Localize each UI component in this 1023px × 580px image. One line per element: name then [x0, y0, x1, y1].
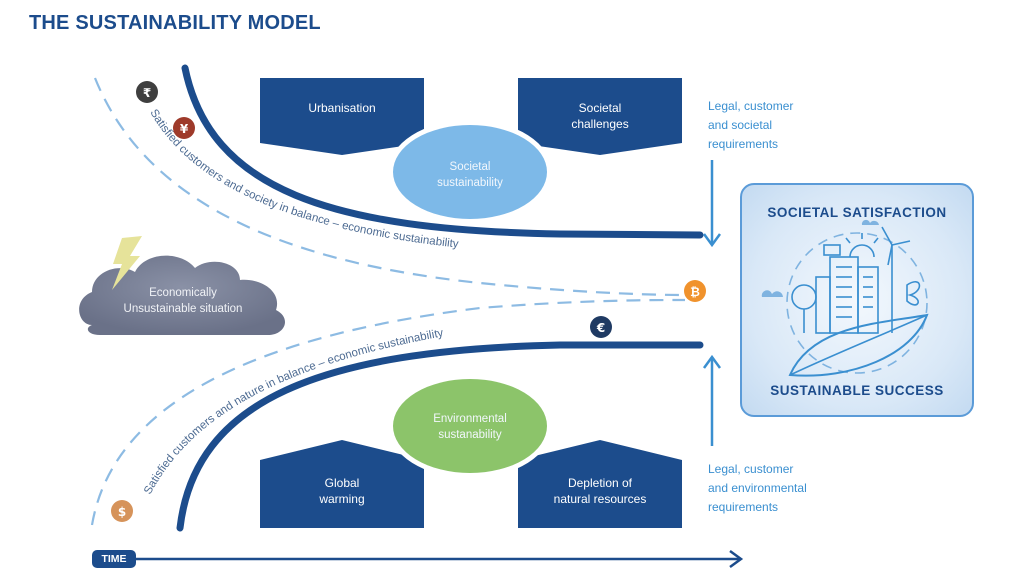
- svg-text:$: $: [118, 505, 126, 519]
- urbanisation-box: Urbanisation: [260, 78, 424, 155]
- environmental-sustainability-ellipse: Environmental sustanability: [388, 374, 552, 478]
- economic-cloud: Economically Unsustainable situation: [79, 236, 285, 335]
- dollar-coin-icon: $: [111, 500, 133, 522]
- bitcoin-coin-icon: ₿: [684, 280, 706, 302]
- euro-coin-icon: €: [590, 316, 612, 338]
- svg-text:Economically: Economically: [149, 287, 217, 299]
- urbanisation-label: Urbanisation: [308, 101, 375, 115]
- upper-boundary-curve: [181, 64, 704, 239]
- svg-text:warming: warming: [318, 492, 364, 506]
- time-axis-arrow: [136, 549, 744, 569]
- city-on-leaf-icon: [761, 219, 929, 377]
- svg-text:₿: ₿: [690, 285, 700, 299]
- requirements-bottom: Legal, customer and environmental requir…: [708, 462, 807, 514]
- societal-challenges-label-1: Societal: [579, 101, 622, 115]
- svg-text:Global: Global: [325, 476, 360, 490]
- svg-text:natural resources: natural resources: [554, 492, 647, 506]
- up-arrow-icon: [702, 354, 722, 446]
- societal-satisfaction-panel: SOCIETAL SATISFACTION: [740, 183, 974, 417]
- svg-text:₹: ₹: [143, 86, 151, 100]
- svg-text:sustainability: sustainability: [437, 177, 503, 189]
- page-title: THE SUSTAINABILITY MODEL: [29, 12, 321, 34]
- global-warming-box: Global warming: [260, 440, 424, 528]
- societal-challenges-label-2: challenges: [571, 117, 628, 131]
- societal-sustainability-ellipse: Societal sustainability: [388, 120, 552, 224]
- requirements-top: Legal, customer and societal requirement…: [708, 99, 794, 151]
- lightning-icon: [112, 236, 142, 290]
- down-arrow-icon: [702, 160, 722, 248]
- depletion-box: Depletion of natural resources: [518, 440, 682, 528]
- svg-text:€: €: [596, 321, 605, 335]
- svg-text:sustanability: sustanability: [438, 429, 502, 441]
- lower-boundary-curve: [176, 341, 704, 532]
- svg-text:Unsustainable situation: Unsustainable situation: [124, 303, 243, 315]
- panel-heading: SOCIETAL SATISFACTION: [767, 205, 947, 220]
- svg-text:¥: ¥: [180, 122, 189, 136]
- lower-dashed-path: [90, 298, 686, 526]
- svg-text:Societal: Societal: [450, 161, 491, 173]
- svg-text:Depletion of: Depletion of: [568, 476, 633, 490]
- panel-footer: SUSTAINABLE SUCCESS: [770, 383, 944, 398]
- svg-text:Environmental: Environmental: [433, 413, 507, 425]
- upper-dashed-path: [93, 77, 686, 297]
- societal-challenges-box: Societal challenges: [518, 78, 682, 155]
- time-label: TIME: [92, 550, 136, 568]
- rupee-coin-icon: ₹: [136, 81, 158, 103]
- yen-coin-icon: ¥: [173, 117, 195, 139]
